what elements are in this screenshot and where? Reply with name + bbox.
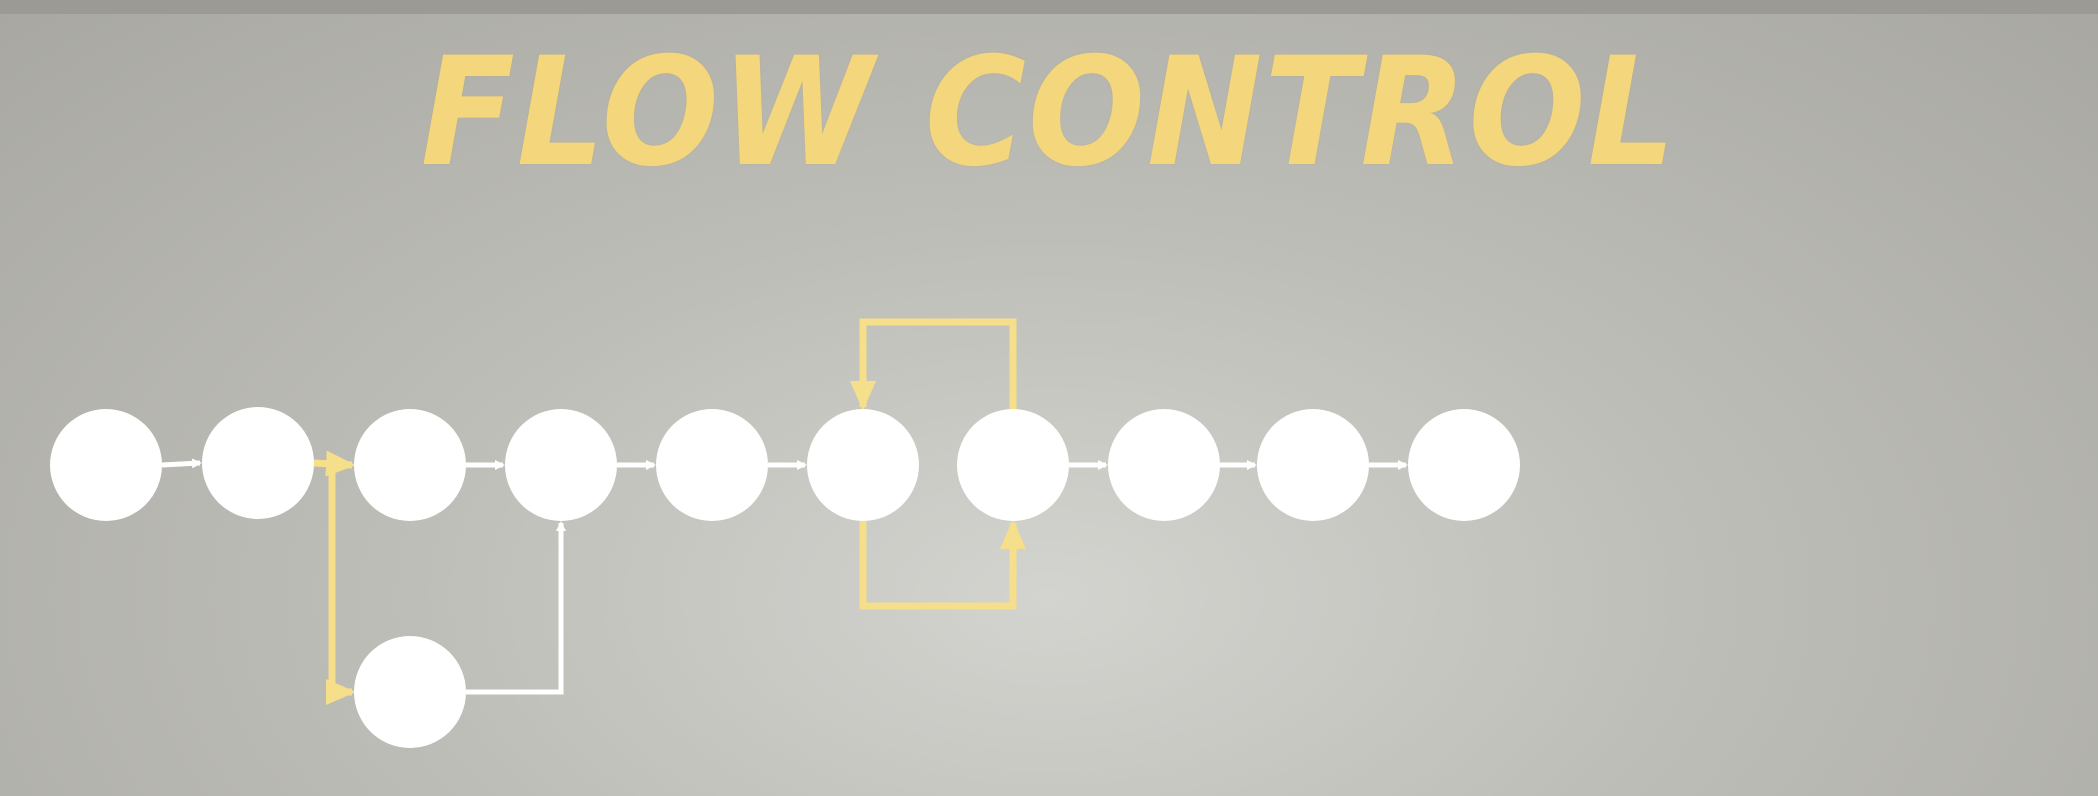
node-n4 [505, 409, 617, 521]
top-band [0, 0, 2098, 14]
node-n10 [1408, 409, 1520, 521]
node-n5 [656, 409, 768, 521]
edge-n1-to-n2 [161, 458, 202, 469]
edge-n2-to-branch [326, 463, 356, 705]
node-n2 [202, 407, 314, 519]
edge-n6-to-n7 [859, 519, 1026, 610]
node-branch [354, 636, 466, 748]
node-n8 [1108, 409, 1220, 521]
node-n9 [1257, 409, 1369, 521]
node-n3 [354, 409, 466, 521]
slide-title: FLOW CONTROL [420, 26, 1678, 200]
node-n7 [957, 409, 1069, 521]
edge-n7-to-n6 [850, 318, 1017, 411]
edge-branch-to-n4 [466, 521, 566, 695]
node-n1 [50, 409, 162, 521]
node-n6 [807, 409, 919, 521]
